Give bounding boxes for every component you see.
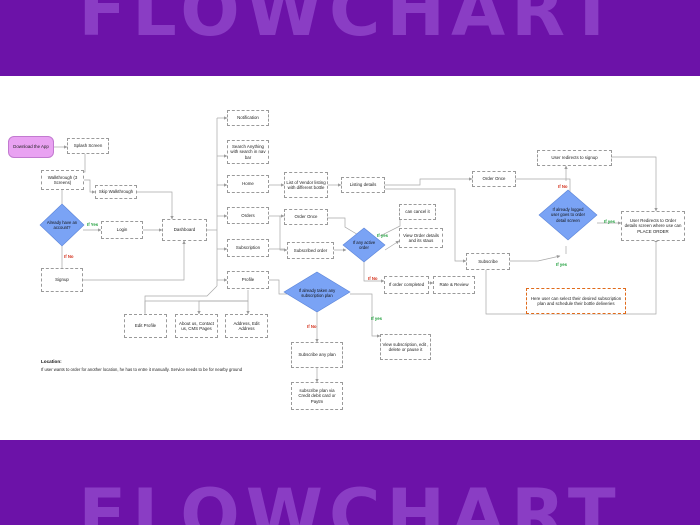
node-can-cancel: can cancel it [399,204,436,220]
location-title: Location: [41,359,62,364]
decision-taken-sub-label: If already taken any subscription plan [298,287,336,298]
edge-label-yes-sub: If yes [371,316,382,321]
node-subscribe-credit: subscribe plan via Credit debit card or … [291,382,343,410]
node-order-once-mid: Order Once [284,209,328,225]
edge-label-yes-logged: If yes [604,219,615,224]
edge-label-no-signup: If No [64,254,74,259]
node-edit-profile: Edit Profile [124,314,167,338]
node-dashboard: Dashboard [162,219,207,241]
connector-lines [39,116,658,383]
node-splash-screen: Splash Screen [67,138,109,154]
decision-shapes [39,189,598,313]
note-subscription-plan: Here user can select their desired subsc… [526,288,626,314]
node-notification: Notification [227,110,269,126]
node-listing-details: Listing details [341,177,385,193]
node-address: Address, Edit Address [225,314,268,338]
decision-active-order-label: If any active order [352,239,376,250]
node-vendor-list: List of Vendor listing with different bo… [284,172,328,198]
node-subscribe-right: Subscribe [466,253,510,270]
node-signup: Signup [41,268,83,292]
decision-logged-in-shape [538,189,598,241]
node-subscribed-order: Subscribed order [287,242,334,259]
decision-account-label: Already have an account? [46,219,78,230]
node-download-app: Download the App [8,136,54,158]
node-subscribe-plan: Subscribe any plan [291,342,343,368]
edge-label-no-logged: If No [558,184,568,189]
watermark-top: FLOWCHART [78,0,622,52]
bottom-banner: FLOWCHART [0,440,700,525]
node-orders: Orders [227,207,269,224]
watermark-bottom: FLOWCHART [78,474,622,525]
node-skip-walkthrough: Skip Walkthrough [95,185,137,199]
node-view-subscription: View subscription, edit , delete or paus… [380,334,431,360]
edge-label-yes-login: If Yes [87,222,99,227]
node-order-completed: If order completed [384,276,429,294]
decision-logged-in-label: If already logged user goes to order det… [551,207,585,223]
edge-label-yes-active: If yes [377,233,388,238]
node-rate-review: Rate & Review [433,276,475,294]
node-home: Home [227,175,269,193]
top-banner: FLOWCHART [0,0,700,76]
node-search: Search Anything with search in nav bar [227,140,269,164]
node-about-us: About us, Contact us, CMS Pages [175,314,218,338]
node-login: Login [101,221,143,239]
node-profile: Profile [227,271,269,289]
decision-account-shape [39,203,85,247]
node-redirect-order: User Redirects to Order details screen w… [621,211,685,241]
node-order-once-right: Order Once [472,171,516,187]
decision-taken-sub-shape [283,271,351,313]
edge-label-no-active: If No [368,276,378,281]
node-user-signup: User redirects to signup [537,150,612,166]
decision-active-order-shape [342,227,386,263]
location-text: If user wants to order for another locat… [41,367,243,372]
node-walkthrough: Walkthrough (3 Screens) [41,170,84,190]
node-view-order: View Order details and its staus [399,228,443,248]
edge-label-no-sub: If No [307,324,317,329]
edge-label-yes-subscribe: If yes [556,262,567,267]
flowchart-canvas: Download the App Splash Screen Walkthrou… [0,76,700,440]
node-subscription: Subscription [227,239,269,257]
